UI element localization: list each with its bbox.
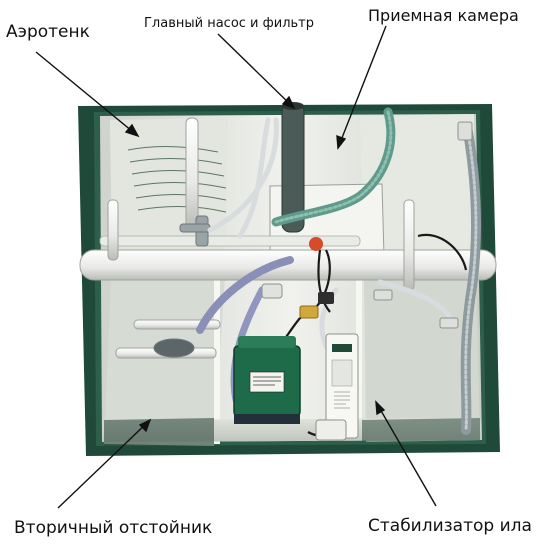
sludge-stabilizer-label: Стабилизатор ила [368, 516, 532, 536]
main-horizontal-pipe [79, 235, 497, 281]
sludge-stabilizer-arrow [375, 401, 437, 507]
airlift-pipes [153, 215, 211, 358]
receiving-chamber-arrow [337, 25, 387, 149]
callout-arrows [35, 25, 437, 509]
receiving-chamber-label: Приемная камера [368, 6, 519, 25]
fittings [261, 237, 334, 319]
secondary-settler-label: Вторичный отстойник [14, 518, 213, 538]
control-panel [315, 333, 359, 441]
aeration-mesh [127, 145, 227, 213]
air-compressor [233, 336, 301, 424]
main-pump-filter-arrow [217, 33, 295, 109]
aerotank-arrow [35, 51, 139, 137]
secondary-settler-arrow [57, 419, 151, 509]
aerotank-label: Аэротенк [6, 22, 90, 42]
main-pump-filter-label: Главный насос и фильтр [144, 16, 314, 31]
pipe-clamps [373, 121, 473, 329]
